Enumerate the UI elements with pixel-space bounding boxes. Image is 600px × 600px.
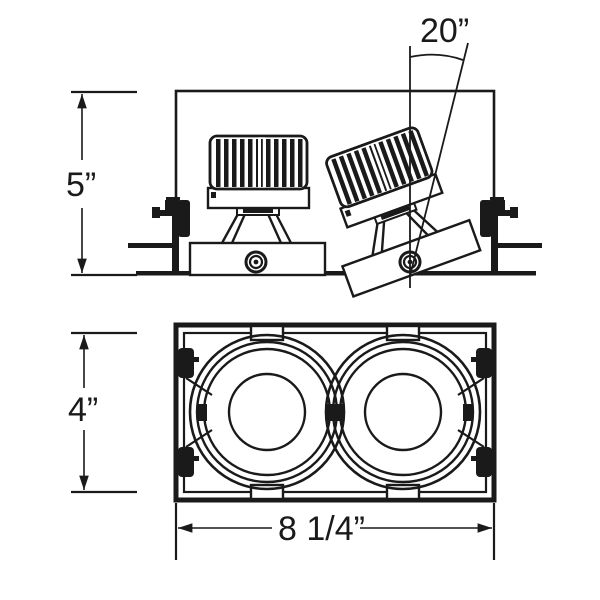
tilt-angle-label: 20”: [420, 12, 469, 50]
left-aperture: [188, 333, 346, 491]
depth-dimension: 4”: [68, 331, 137, 494]
left-mounting-clip: [152, 197, 190, 274]
plan-view: 4” 8 1/4”: [68, 322, 497, 560]
left-head-yoke: [220, 213, 293, 244]
right-mounting-clip: [480, 197, 518, 274]
right-head-heatsink: [325, 126, 434, 209]
left-head-heatsink: [208, 134, 309, 191]
left-head-base: [188, 241, 327, 277]
right-aperture-trunnions: [334, 404, 472, 421]
width-dimension: 8 1/4”: [174, 503, 496, 560]
tilted-axis-line: [409, 42, 469, 277]
angle-arc: [409, 53, 464, 61]
right-head: [325, 126, 482, 298]
right-aperture: [324, 333, 482, 491]
left-head: [188, 134, 327, 277]
depth-dim-label: 4”: [68, 391, 98, 429]
left-aperture-trunnions: [198, 404, 336, 421]
width-dim-label: 8 1/4”: [278, 510, 365, 548]
height-dimension: 5”: [66, 90, 137, 277]
plan-side-tabs: [178, 348, 492, 477]
height-dim-label: 5”: [66, 166, 96, 204]
left-head-trim-band: [206, 186, 311, 210]
tilt-angle-leaders: [409, 42, 469, 288]
elevation-view: 20” 5”: [66, 12, 542, 298]
